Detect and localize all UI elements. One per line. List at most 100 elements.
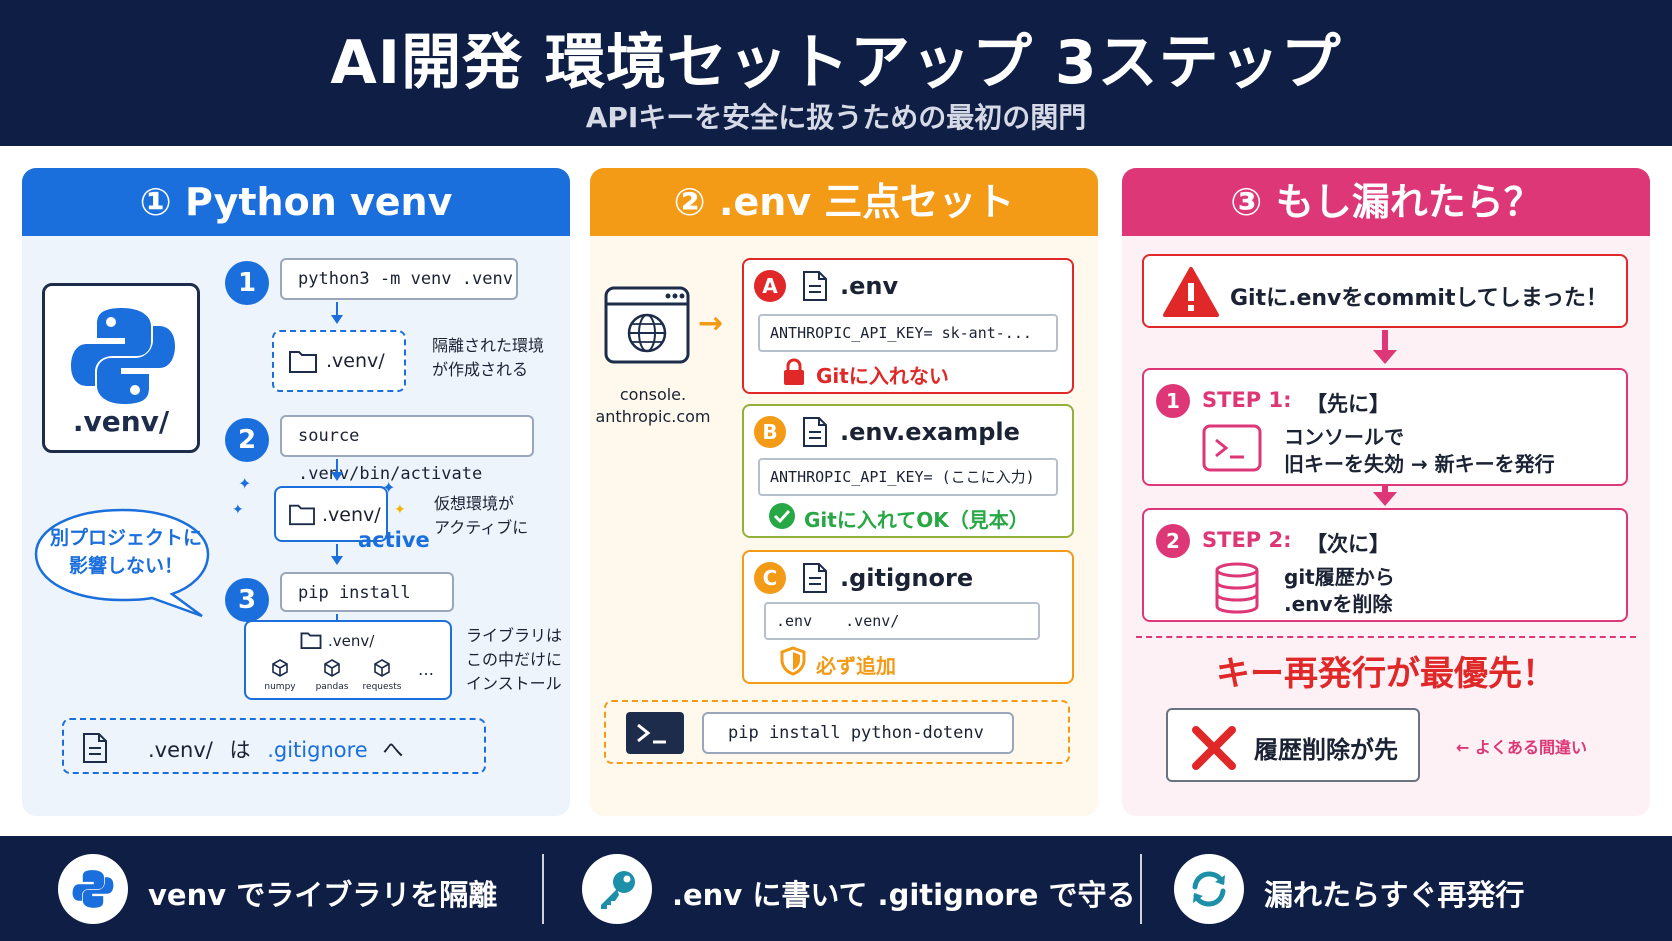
footer-text-env: .env に書いて .gitignore で守る bbox=[672, 878, 1136, 912]
p3-step1-label: STEP 1: bbox=[1202, 388, 1292, 412]
lib-name: requests bbox=[362, 682, 402, 692]
card-gitignore: C .gitignore .env .venv/ 必ず追加 bbox=[742, 550, 1074, 684]
sparkle-icon: ✦ bbox=[232, 502, 244, 518]
arrow-down-icon bbox=[331, 315, 343, 324]
card-a-badge: A bbox=[754, 270, 786, 302]
p3-step2-number: 2 bbox=[1156, 524, 1190, 558]
terminal-box: pip install python-dotenv bbox=[604, 700, 1070, 764]
panel2-title: ② .env 三点セット bbox=[590, 168, 1098, 236]
step2-note-line: アクティブに bbox=[434, 518, 529, 537]
arrow-down-icon bbox=[331, 556, 343, 565]
step2-card: 2 STEP 2: 【次に】 git履歴から .envを削除 bbox=[1142, 508, 1628, 622]
step3-command[interactable]: pip install bbox=[280, 572, 454, 612]
check-circle-icon bbox=[769, 503, 795, 529]
p3-step1-line: 旧キーを失効 → 新キーを発行 bbox=[1284, 452, 1555, 476]
step3-number: 3 bbox=[225, 578, 269, 622]
folder-icon bbox=[289, 351, 317, 373]
p3-step2-label: STEP 2: bbox=[1202, 528, 1292, 552]
wrong-answer-text: 履歴削除が先 bbox=[1254, 736, 1398, 764]
warning-icon bbox=[1163, 267, 1219, 317]
panel1-title: ① Python venv bbox=[22, 168, 570, 236]
connector bbox=[336, 459, 338, 473]
python-logo-box: .venv/ bbox=[42, 283, 200, 453]
footer-text-venv: venv でライブラリを隔離 bbox=[148, 878, 498, 912]
page-title: AI開発 環境セットアップ 3ステップ bbox=[330, 28, 1342, 98]
card-b-status: Gitに入れてOK（見本） bbox=[804, 508, 1029, 532]
arrow-down-icon bbox=[1373, 492, 1397, 506]
footer-item-venv: venv でライブラリを隔離 bbox=[58, 854, 538, 924]
panel-python-venv: ① Python venv .venv/ 1 python3 -m venv .… bbox=[22, 168, 570, 816]
priority-text: キー再発行が最優先！ bbox=[1216, 654, 1556, 694]
footer-separator bbox=[542, 854, 544, 924]
card-a-code: ANTHROPIC_API_KEY= sk-ant-... bbox=[758, 314, 1058, 352]
lib-item: numpy bbox=[262, 658, 298, 692]
step2-command[interactable]: source .venv/bin/activate bbox=[280, 415, 534, 484]
lib-item: pandas bbox=[310, 658, 354, 692]
arrow-down-icon bbox=[1373, 350, 1397, 364]
alert-text: Gitに.envをcommitしてしまった！ bbox=[1230, 286, 1608, 311]
library-box: .venv/ numpy pandas requests … bbox=[244, 620, 452, 700]
folder-icon bbox=[300, 632, 322, 649]
card-c-title: .gitignore bbox=[840, 564, 974, 592]
lib-name: pandas bbox=[315, 682, 349, 692]
footer-text-reissue: 漏れたらすぐ再発行 bbox=[1264, 878, 1525, 912]
active-venv-box: .venv/ bbox=[274, 486, 388, 542]
lib-more: … bbox=[418, 660, 434, 679]
bubble-line: 別プロジェクトに bbox=[49, 527, 202, 549]
p3-step1-text: コンソールで 旧キーを失効 → 新キーを発行 bbox=[1284, 424, 1555, 478]
document-icon bbox=[803, 417, 827, 447]
card-c-status: 必ず追加 bbox=[816, 654, 896, 678]
p3-step2-tail: 【次に】 bbox=[1306, 532, 1390, 556]
connector bbox=[1382, 486, 1388, 496]
arrow-down-icon bbox=[331, 472, 343, 481]
step1-note: 隔離された環境 が作成される bbox=[432, 334, 544, 382]
card-c-code-venv: .venv/ bbox=[845, 612, 900, 630]
sparkle-icon: ✦ bbox=[394, 502, 406, 518]
content-area: ① Python venv .venv/ 1 python3 -m venv .… bbox=[0, 146, 1672, 836]
card-env-example: B .env.example ANTHROPIC_API_KEY= (ここに入力… bbox=[742, 404, 1074, 538]
package-icon bbox=[374, 659, 390, 677]
footer-item-env: .env に書いて .gitignore で守る bbox=[582, 854, 1135, 924]
gitignore-venv: .venv/ bbox=[148, 738, 213, 762]
step1-note-line: 隔離された環境 bbox=[432, 336, 545, 355]
document-icon bbox=[803, 271, 827, 301]
card-b-code: ANTHROPIC_API_KEY= (ここに入力) bbox=[758, 458, 1058, 496]
python-logo-icon bbox=[71, 308, 175, 404]
footer: venv でライブラリを隔離 .env に書いて .gitignore で守る … bbox=[0, 836, 1672, 941]
p3-step1-line: コンソールで bbox=[1284, 425, 1404, 449]
p3-step1-tail: 【先に】 bbox=[1306, 392, 1390, 416]
active-folder-label: .venv/ bbox=[322, 504, 381, 526]
console-icon bbox=[1202, 424, 1262, 472]
step2-number: 2 bbox=[225, 418, 269, 462]
alert-card: Gitに.envをcommitしてしまった！ bbox=[1142, 254, 1628, 328]
venv-folder-label: .venv/ bbox=[326, 350, 385, 372]
step3-note-line: インストール bbox=[466, 674, 562, 693]
lib-item: requests bbox=[356, 658, 408, 692]
lib-folder-label: .venv/ bbox=[328, 632, 375, 650]
terminal-command[interactable]: pip install python-dotenv bbox=[702, 712, 1014, 754]
folder-icon bbox=[289, 504, 315, 526]
step1-command[interactable]: python3 -m venv .venv bbox=[280, 258, 518, 300]
step3-note: ライブラリは この中だけに インストール bbox=[466, 624, 562, 696]
p3-step2-text: git履歴から .envを削除 bbox=[1284, 564, 1395, 618]
python-icon bbox=[72, 870, 114, 908]
package-icon bbox=[272, 659, 288, 677]
step2-note-line: 仮想環境が bbox=[434, 494, 515, 513]
card-c-code-env: .env bbox=[776, 612, 813, 630]
step3-note-line: この中だけに bbox=[466, 650, 563, 669]
wrong-answer-box: 履歴削除が先 bbox=[1166, 708, 1420, 782]
gitignore-file: .gitignore bbox=[267, 738, 368, 762]
venv-folder-box: .venv/ bbox=[272, 330, 406, 392]
p3-step1-number: 1 bbox=[1156, 384, 1190, 418]
card-env: A .env ANTHROPIC_API_KEY= sk-ant-... Git… bbox=[742, 258, 1074, 394]
refresh-icon bbox=[1192, 871, 1226, 907]
panel-env-set: ② .env 三点セット console. anthropic.com → A … bbox=[590, 168, 1098, 816]
terminal-icon bbox=[626, 712, 684, 754]
footer-refresh-icon-bg bbox=[1174, 854, 1244, 924]
panel-if-leaked: ③ もし漏れたら？ Gitに.envをcommitしてしまった！ 1 STEP … bbox=[1122, 168, 1650, 816]
arrow-right-icon: → bbox=[698, 306, 724, 341]
wrong-note: ← よくある間違い bbox=[1456, 738, 1587, 757]
gitignore-particle: は bbox=[229, 738, 251, 762]
divider bbox=[1136, 636, 1636, 638]
connector bbox=[336, 614, 338, 620]
